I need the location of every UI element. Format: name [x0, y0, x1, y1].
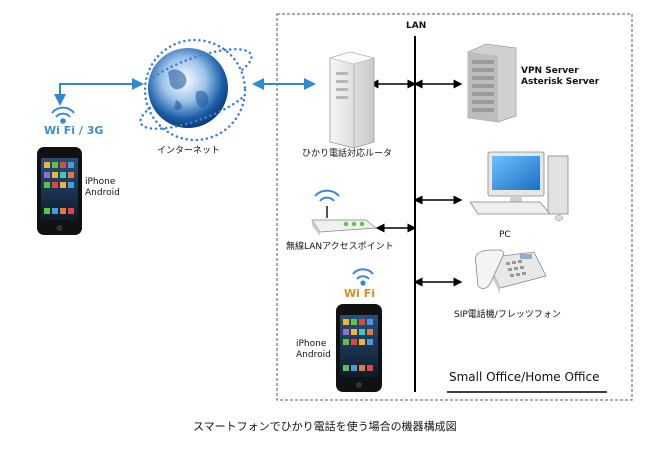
office-boundary: [276, 13, 633, 401]
sip-phone-icon: [474, 249, 547, 294]
router-icon: [328, 51, 376, 149]
phone-left-label: iPhone Android: [85, 177, 120, 199]
lan-label: LAN: [406, 21, 427, 31]
sip-phone-label: SIP電話機/フレッツフォン: [454, 310, 561, 320]
server-label-line-2: Asterisk Server: [521, 77, 600, 87]
phone-left-label-line-1: iPhone: [85, 177, 116, 187]
router-label: ひかり電話対応ルータ: [302, 149, 393, 159]
diagram-caption: スマートフォンでひかり電話を使う場合の機器構成図: [193, 420, 457, 433]
smartphone-left-icon: [37, 147, 82, 235]
ap-label: 無線LANアクセスポイント: [286, 242, 394, 252]
mobile-network-label: Wi Fi / 3G: [44, 124, 104, 137]
wifi-icon-left: [51, 106, 75, 124]
pc-icon: [469, 151, 569, 221]
internet-label: インターネット: [157, 146, 221, 156]
wifi-label-right: Wi Fi: [344, 287, 376, 300]
smartphone-right-icon: [336, 304, 382, 392]
office-label: Small Office/Home Office: [449, 370, 600, 384]
server-label-line-1: VPN Server: [521, 66, 579, 76]
wifi-to-internet-arrow: [54, 78, 144, 106]
phone-right-label-line-2: Android: [296, 350, 331, 360]
phone-left-label-line-2: Android: [85, 188, 120, 198]
wifi-icon-right: [352, 268, 374, 286]
wireless-ap-icon: [311, 189, 378, 236]
phone-right-label-line-1: iPhone: [296, 339, 327, 349]
phone-right-label: iPhone Android: [296, 339, 331, 361]
internet-globe-icon: [139, 38, 253, 142]
server-label: VPN Server Asterisk Server: [521, 66, 599, 88]
pc-label: PC: [499, 230, 511, 240]
server-icon: [467, 43, 517, 123]
